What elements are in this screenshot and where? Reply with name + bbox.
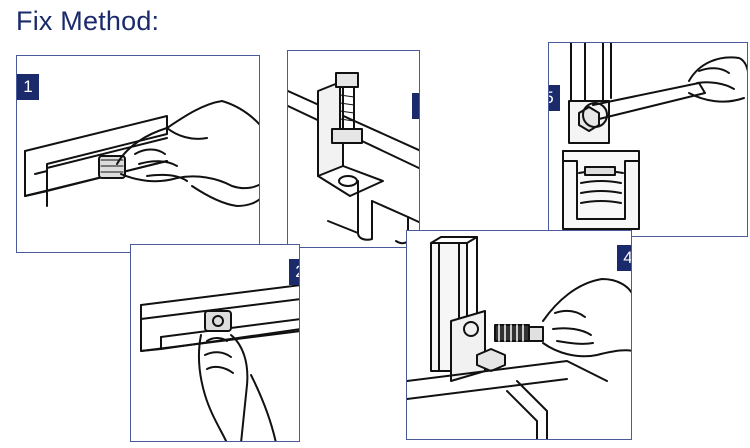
wrench-tightening-illustration	[562, 43, 747, 230]
step-2-badge: 2	[289, 259, 299, 285]
step-1-badge: 1	[17, 74, 39, 100]
step-3-badge: 3	[412, 93, 419, 119]
hand-holding-bolt-illustration	[407, 236, 631, 439]
step-4-panel: 4	[406, 230, 632, 440]
step-5-badge: 5	[549, 85, 560, 111]
step-3-panel: 3	[287, 50, 420, 248]
step-2-panel: 2	[130, 244, 300, 442]
angle-bracket-illustration	[288, 72, 419, 245]
hand-inserting-nut-illustration	[24, 100, 259, 207]
page-title: Fix Method:	[16, 6, 160, 36]
step-4-badge: 4	[617, 245, 631, 271]
step-1-panel: 1	[16, 55, 260, 253]
hand-rotating-nut-illustration	[140, 284, 299, 441]
step-5-panel: 5	[548, 42, 748, 237]
